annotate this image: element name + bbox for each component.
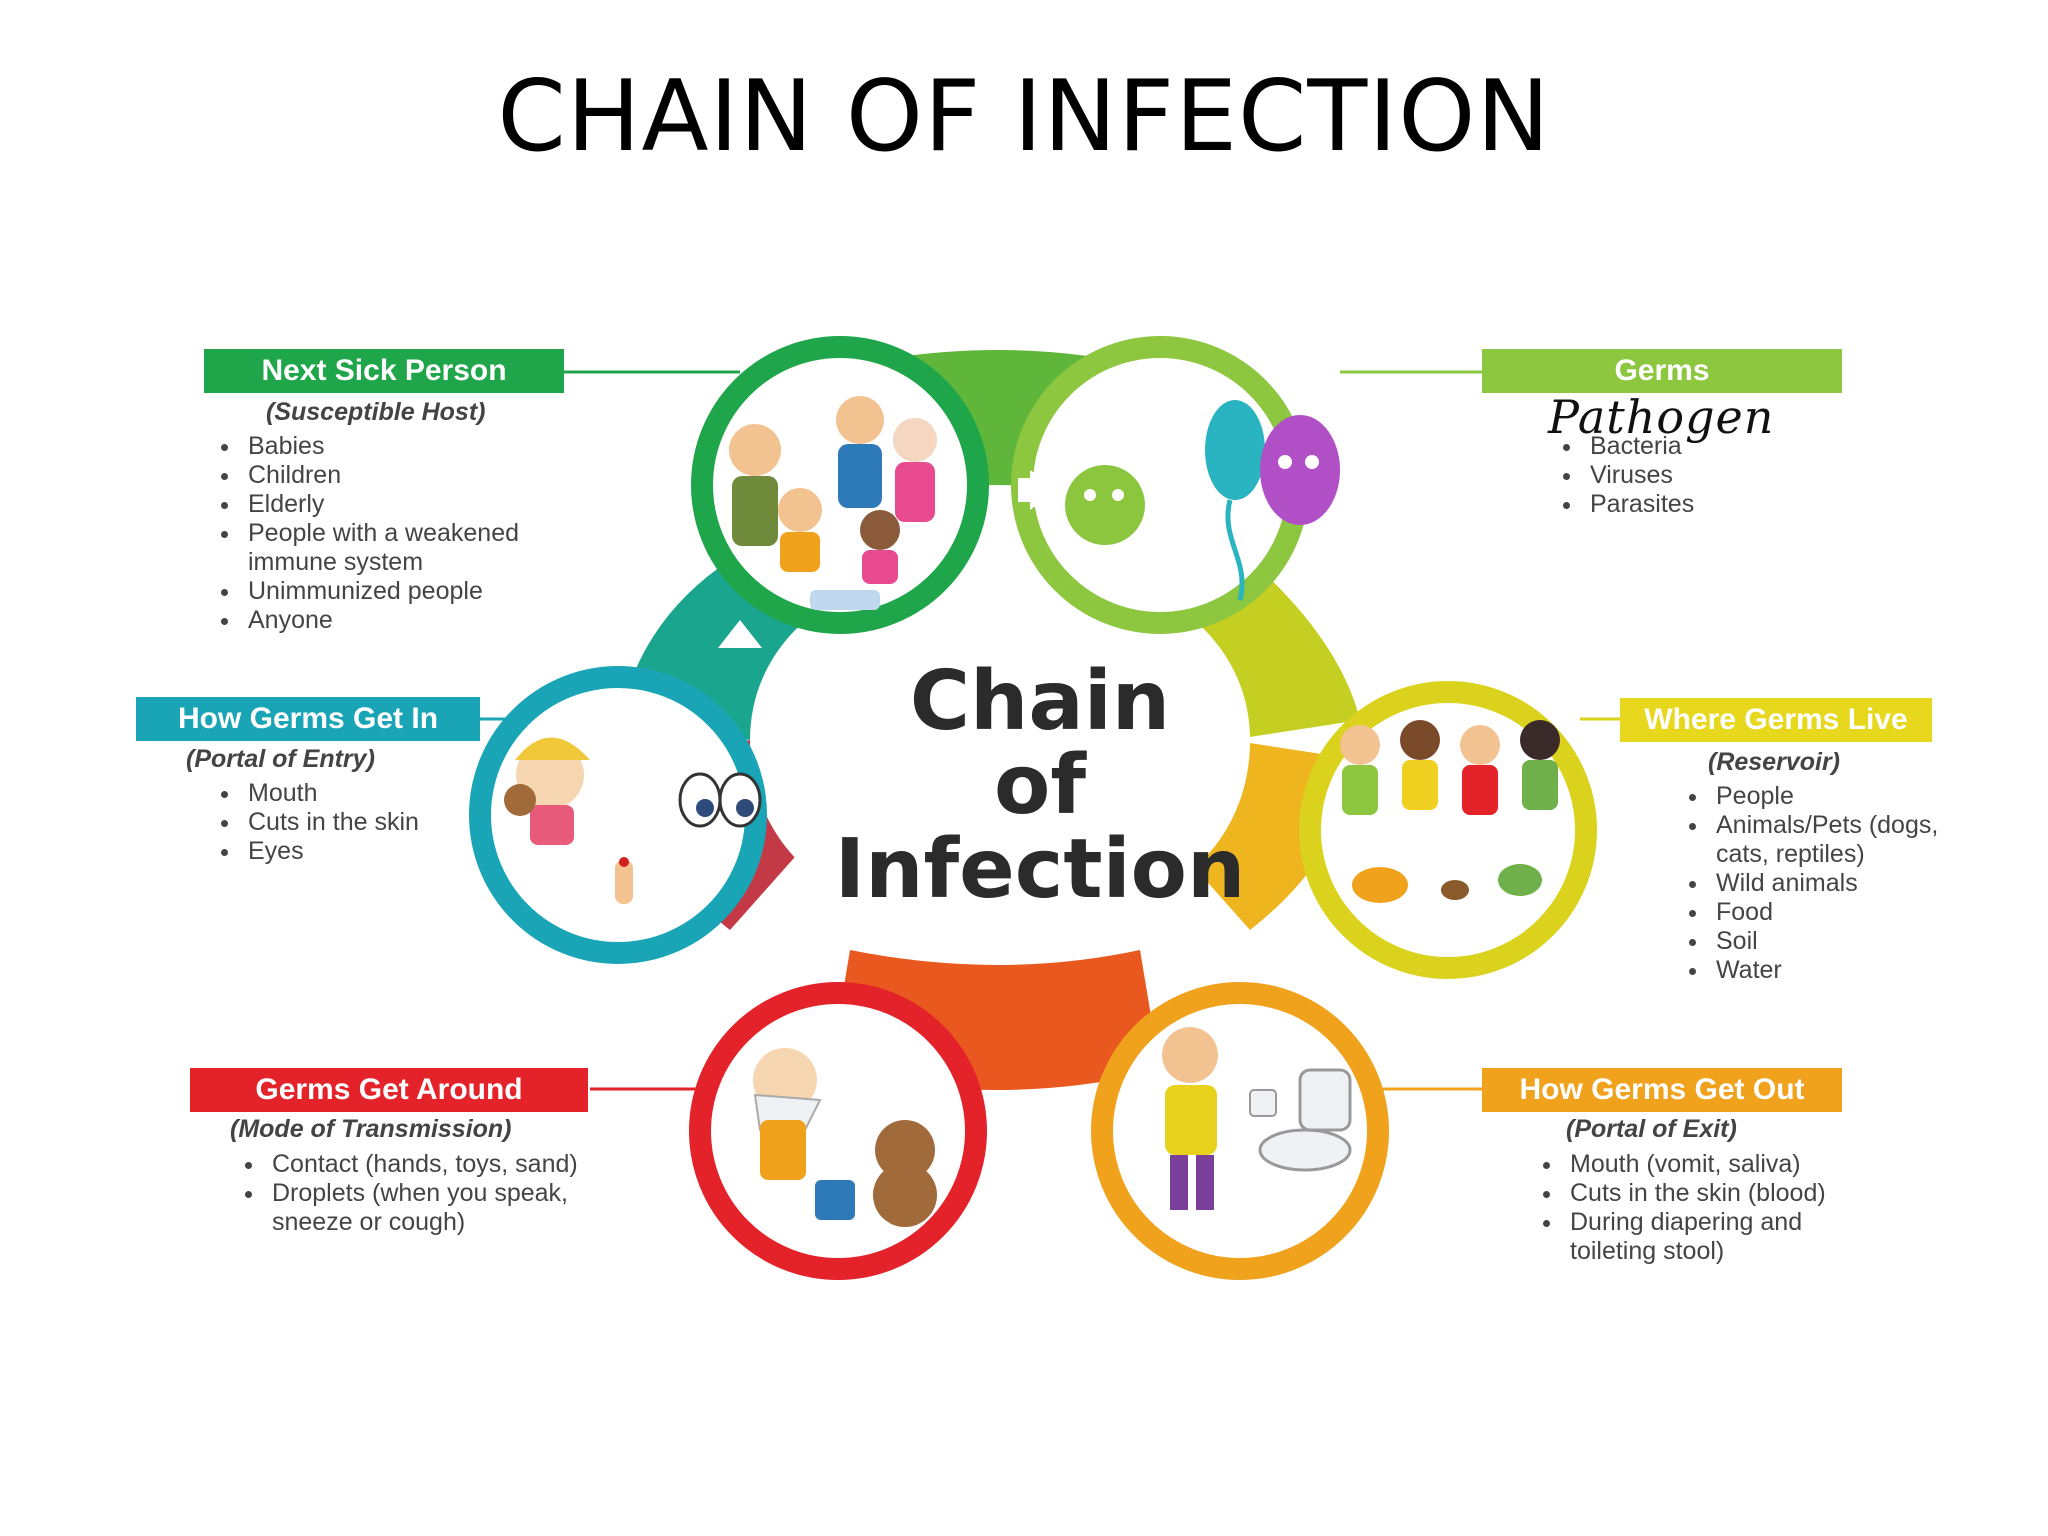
list-item: Bacteria bbox=[1584, 432, 1844, 461]
label-next-sick-person: Next Sick Person bbox=[204, 349, 564, 393]
list-next-sick-person: Babies Children Elderly People with a we… bbox=[208, 432, 542, 635]
children-and-animals-icon bbox=[1340, 720, 1560, 903]
sneezing-child-icon bbox=[753, 1048, 937, 1227]
list-item: Viruses bbox=[1584, 461, 1844, 490]
list-item: Animals/Pets (dogs, cats, reptiles) bbox=[1710, 811, 1950, 869]
list-item: Soil bbox=[1710, 927, 1950, 956]
node-circle-germs-get-around bbox=[689, 982, 987, 1280]
list-item: Unimmunized people bbox=[242, 577, 542, 606]
list-item: Cuts in the skin bbox=[242, 808, 502, 837]
list-item: People with a weakened immune system bbox=[242, 519, 542, 577]
label-germs: Germs bbox=[1482, 349, 1842, 393]
arrow-up-icon-upper bbox=[718, 620, 762, 648]
arrow-left-icon bbox=[1025, 1110, 1062, 1150]
arrow-down-left-icon bbox=[1330, 960, 1366, 996]
family-group-icon bbox=[729, 396, 937, 610]
subtitle-germs-get-around: (Mode of Transmission) bbox=[230, 1115, 512, 1143]
list-item: Mouth bbox=[242, 779, 502, 808]
subtitle-next-sick-person: (Susceptible Host) bbox=[266, 398, 486, 426]
label-where-germs-live: Where Germs Live bbox=[1620, 698, 1932, 742]
center-blob bbox=[750, 560, 1250, 930]
center-title-line1: Chain bbox=[909, 654, 1171, 749]
list-item: Children bbox=[242, 461, 542, 490]
list-germs-get-around: Contact (hands, toys, sand) Droplets (wh… bbox=[232, 1150, 596, 1237]
center-title-line2: of bbox=[993, 738, 1086, 833]
list-item: Cuts in the skin (blood) bbox=[1564, 1179, 1884, 1208]
list-item: Contact (hands, toys, sand) bbox=[266, 1150, 596, 1179]
list-how-germs-get-in: Mouth Cuts in the skin Eyes bbox=[208, 779, 502, 866]
slide-title: CHAIN OF INFECTION bbox=[497, 60, 1551, 174]
label-how-germs-get-in: How Germs Get In bbox=[136, 697, 480, 741]
node-circle-germs bbox=[1011, 336, 1309, 634]
subtitle-how-germs-get-in: (Portal of Entry) bbox=[186, 745, 375, 773]
list-how-germs-get-out: Mouth (vomit, saliva) Cuts in the skin (… bbox=[1530, 1150, 1884, 1266]
list-item: Wild animals bbox=[1710, 869, 1950, 898]
list-item: During diapering and toileting stool) bbox=[1564, 1208, 1884, 1266]
center-title-line3: Infection bbox=[834, 822, 1246, 917]
list-item: Parasites bbox=[1584, 490, 1844, 519]
list-item: Anyone bbox=[242, 606, 542, 635]
germs-icon bbox=[1065, 400, 1340, 601]
toilet-and-sick-child-icon bbox=[1162, 1027, 1352, 1210]
child-eyes-finger-icon bbox=[504, 737, 762, 904]
list-item: Elderly bbox=[242, 490, 542, 519]
list-item: Water bbox=[1710, 956, 1950, 985]
arrow-up-icon-lower bbox=[708, 936, 752, 964]
list-item: Food bbox=[1710, 898, 1950, 927]
subtitle-where-germs-live: (Reservoir) bbox=[1708, 748, 1840, 776]
arrow-right-icon bbox=[1018, 470, 1058, 510]
center-title: Chain of Infection bbox=[780, 660, 1300, 912]
list-item: Babies bbox=[242, 432, 542, 461]
label-germs-get-around: Germs Get Around bbox=[190, 1068, 588, 1112]
list-where-germs-live: People Animals/Pets (dogs, cats, reptile… bbox=[1676, 782, 1950, 985]
arrow-down-right-icon bbox=[1330, 636, 1368, 670]
list-item: People bbox=[1710, 782, 1950, 811]
label-how-germs-get-out: How Germs Get Out bbox=[1482, 1068, 1842, 1112]
list-item: Mouth (vomit, saliva) bbox=[1564, 1150, 1884, 1179]
subtitle-how-germs-get-out: (Portal of Exit) bbox=[1566, 1115, 1737, 1143]
annotation-pathogen: Pathogen bbox=[1548, 390, 1775, 444]
list-item: Eyes bbox=[242, 837, 502, 866]
list-germs: Bacteria Viruses Parasites bbox=[1550, 432, 1844, 519]
chain-arrows bbox=[708, 470, 1368, 1150]
list-item: Droplets (when you speak, sneeze or coug… bbox=[266, 1179, 596, 1237]
